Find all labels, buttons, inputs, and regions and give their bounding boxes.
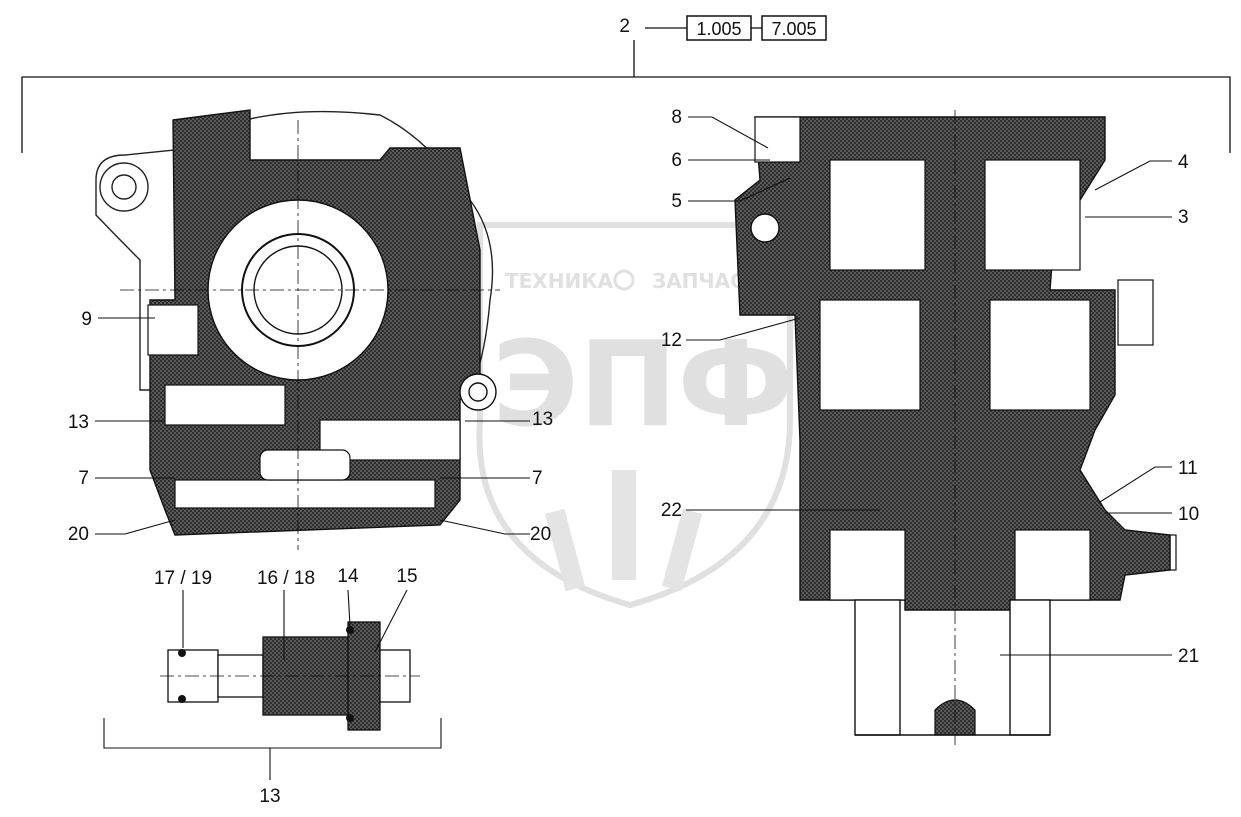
gear-icon	[613, 269, 635, 291]
ref-box-1[interactable]	[686, 15, 752, 41]
callout-6: 6	[671, 150, 682, 171]
callout-4: 4	[1178, 152, 1189, 173]
callout-5: 5	[671, 191, 682, 212]
callout-13-left: 13	[68, 412, 89, 433]
callout-11: 11	[1178, 458, 1198, 479]
callout-8: 8	[671, 107, 682, 128]
callout-14: 14	[337, 566, 359, 587]
ref-1-label[interactable]: 1.005	[696, 19, 741, 39]
callout-20-left: 20	[68, 524, 89, 545]
header	[21, 15, 1231, 153]
item-number: 2	[619, 16, 630, 37]
callout-17-19: 17 / 19	[154, 568, 212, 589]
right-assembly	[734, 110, 1177, 745]
callout-21: 21	[1178, 646, 1199, 667]
callout-22: 22	[661, 500, 682, 521]
watermark: ТЕХНИКА ЗАПЧАСТИ ЭПФ	[476, 222, 794, 609]
callout-15: 15	[396, 566, 417, 587]
callout-9: 9	[81, 309, 92, 330]
watermark-brand-line: ТЕХНИКА	[505, 269, 614, 293]
callout-13-right: 13	[532, 409, 553, 430]
leader-lines	[95, 116, 1172, 780]
watermark-logo-letters: ЭПФ	[492, 315, 794, 453]
callout-12: 12	[661, 330, 682, 351]
callout-13-bottom: 13	[259, 786, 280, 807]
ref-2-label[interactable]: 7.005	[771, 19, 816, 39]
ref-box-2[interactable]	[761, 15, 827, 41]
callout-7-right: 7	[532, 468, 543, 489]
callout-7-left: 7	[78, 468, 89, 489]
callout-20-right: 20	[530, 524, 551, 545]
callout-3: 3	[1178, 207, 1189, 228]
valve-detail	[160, 621, 420, 731]
wheat-icon	[544, 470, 703, 592]
callout-10: 10	[1178, 504, 1199, 525]
left-housing	[95, 109, 500, 550]
callout-16-18: 16 / 18	[257, 568, 315, 589]
